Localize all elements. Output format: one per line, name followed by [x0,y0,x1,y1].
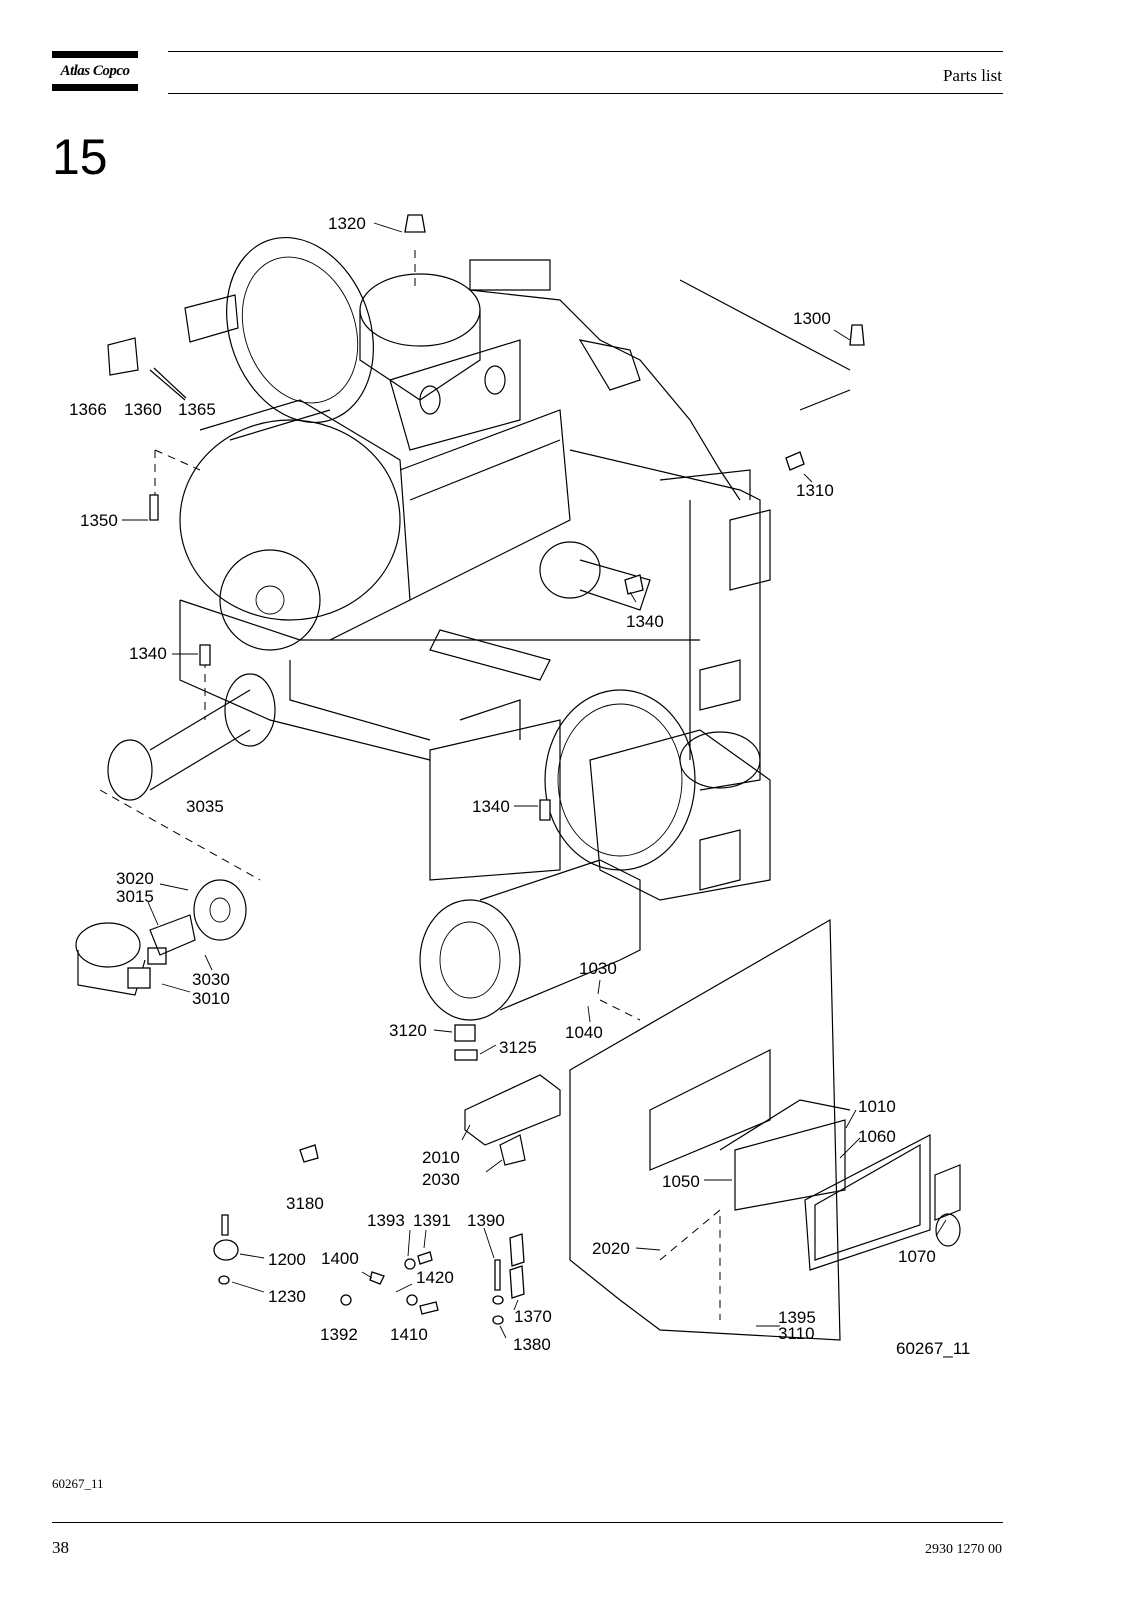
callout-3015: 3015 [116,887,154,906]
callout-1410: 1410 [390,1325,428,1344]
page-number: 38 [52,1538,69,1557]
callout-1230: 1230 [268,1287,306,1306]
callout-1380: 1380 [513,1335,551,1354]
drawing-reference: 60267_11 [896,1339,970,1358]
callout-1365: 1365 [178,400,216,419]
callout-3035: 3035 [186,797,224,816]
callout-1030: 1030 [579,959,617,978]
callout-1300: 1300 [793,309,831,328]
figure-reference: 60267_11 [52,1476,104,1491]
section-number: 15 [52,129,108,185]
callout-1340-left: 1340 [129,644,167,663]
header-rule-top [168,51,1003,52]
callout-3010: 3010 [192,989,230,1008]
callout-1050: 1050 [662,1172,700,1191]
callout-1200: 1200 [268,1250,306,1269]
logo-bar-top [52,51,138,58]
footer-rule [52,1522,1003,1523]
header-rule-bottom [168,93,1003,94]
header-title: Parts list [942,66,1002,85]
callout-1350: 1350 [80,511,118,530]
callout-1391: 1391 [413,1211,451,1230]
callout-1070: 1070 [898,1247,936,1266]
callout-1060: 1060 [858,1127,896,1146]
logo-bar-bottom [52,84,138,91]
callout-1040: 1040 [565,1023,603,1042]
callout-2030: 2030 [422,1170,460,1189]
drawing-linework [75,214,961,1341]
callout-2020: 2020 [592,1239,630,1258]
callout-1393: 1393 [367,1211,405,1230]
callout-1310: 1310 [796,481,834,500]
callout-1010: 1010 [858,1097,896,1116]
document-number: 2930 1270 00 [925,1542,1002,1557]
callout-3030: 3030 [192,970,230,989]
callout-1390: 1390 [467,1211,505,1230]
callout-3180: 3180 [286,1194,324,1213]
callout-1392: 1392 [320,1325,358,1344]
callout-1360: 1360 [124,400,162,419]
callout-1370: 1370 [514,1307,552,1326]
brand-logo: Atlas Copco [60,63,130,79]
callout-1320: 1320 [328,214,366,233]
callout-3110: 3110 [778,1324,815,1343]
callout-1340-right: 1340 [626,612,664,631]
callout-3120: 3120 [389,1021,427,1040]
callout-1340-center: 1340 [472,797,510,816]
callout-3020: 3020 [116,869,154,888]
callout-1400: 1400 [321,1249,359,1268]
callout-2010: 2010 [422,1148,460,1167]
callout-3125: 3125 [499,1038,537,1057]
callout-1420: 1420 [416,1268,454,1287]
callout-1395: 1395 [778,1308,816,1327]
callout-1366: 1366 [69,400,107,419]
